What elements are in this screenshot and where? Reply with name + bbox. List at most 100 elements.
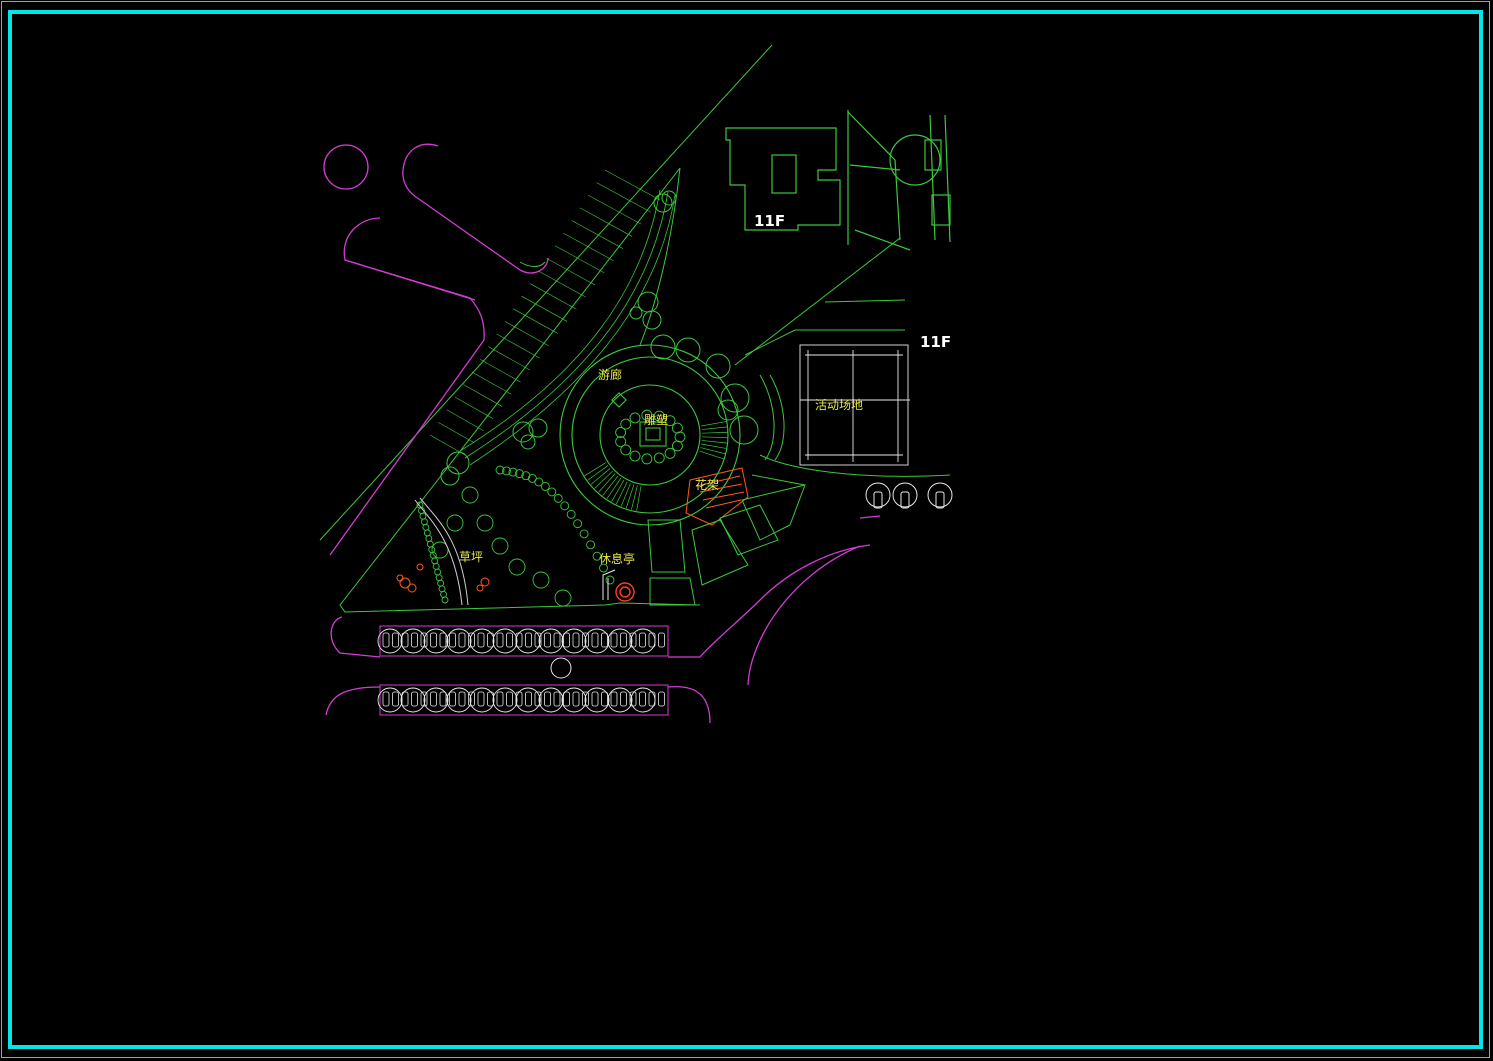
parking-car [439,632,447,648]
hedge [440,590,447,598]
step-line [587,465,609,481]
tree [431,541,449,559]
parking-car [515,632,523,648]
parking-tree [492,628,518,654]
corridor-stripe [588,194,642,225]
parking-car [572,632,580,648]
plaza-south-blocks [647,474,806,606]
plaza-steps [584,421,728,511]
step-line [701,436,728,439]
parking-car [553,691,561,707]
parking-car [525,691,532,707]
parking-car [477,691,485,707]
parking-car [563,632,570,648]
corridor-stripe [513,308,559,334]
corridor-stripe [529,283,577,310]
corridor-stripe [471,371,512,395]
parking-car [506,691,513,707]
parking-car [639,632,646,648]
parking-car [900,491,910,509]
east-building-floors: 11F [920,333,951,351]
label-activity-area: 活动场地 [815,398,863,412]
hedge [426,540,434,548]
corridor-stripe [504,321,549,346]
parking-car [430,691,437,707]
hedge [438,585,446,593]
step-line [620,483,631,507]
step-line [594,470,613,489]
step-line [584,462,607,477]
shrub [620,418,632,430]
parking-car [639,691,646,707]
hedge [566,509,576,519]
parking-tree [892,482,918,508]
parking-car [401,691,409,707]
north-building [725,110,951,251]
parking-car [591,632,599,648]
parking-car [449,691,456,707]
hedge [425,535,433,542]
corridor-stripe [463,384,503,407]
parking-tree [927,482,953,508]
parking-tree [469,628,495,654]
parking-tree [561,628,587,654]
corridor-stripes [429,169,661,456]
hedge [540,481,550,491]
parking-car [458,632,466,648]
pavilion-feature [615,582,635,602]
label-pavilion: 休息亭 [599,551,635,566]
pavilion [602,569,616,600]
hedge [579,529,589,539]
corridor-stripe [521,295,568,322]
sculpture-shrubs [615,409,686,465]
corridor-stripe [438,422,475,444]
north-building-floors: 11F [754,212,785,230]
step-line [701,440,728,444]
hedge [521,471,531,481]
parking-tree [607,687,633,713]
shrub [674,431,686,443]
corridor-band [459,189,676,466]
tree [554,589,572,607]
corridor-stripe [538,270,586,298]
corridor-stripe [563,232,614,261]
lawn-flowers [396,563,490,593]
corridor-stripe [446,409,484,431]
parking-tree [538,687,564,713]
parking-car [458,691,466,707]
tree [476,514,494,532]
corridor-trees [440,190,677,486]
parking-car [477,632,485,648]
hedge [605,575,615,585]
step-line [606,477,622,500]
shrub [671,440,683,452]
hedge [586,540,596,550]
hedge [599,563,608,573]
parking-tree [607,628,633,654]
parking-tree [400,628,426,654]
parking-car [620,632,627,648]
parking-car [430,632,437,648]
hedge [441,596,449,604]
hedge [553,493,563,503]
parking-car [506,632,513,648]
parking-car [601,691,608,707]
parking-car [610,632,618,648]
parking-car [658,632,665,648]
lawn-plantings [416,465,615,607]
parking-car [572,691,580,707]
step-line [631,485,638,510]
parking-car [392,632,399,648]
hedge [434,568,442,576]
corridor-stripe [579,207,633,237]
hedge [420,518,428,526]
hedge [429,551,437,559]
central-plaza [559,344,741,526]
shrub [615,426,627,438]
corridor-stripe [488,346,531,371]
hedge [495,465,505,475]
lawn-path [414,497,469,606]
shrub [620,444,632,456]
parking-car [515,691,523,707]
parking-car [382,691,390,707]
